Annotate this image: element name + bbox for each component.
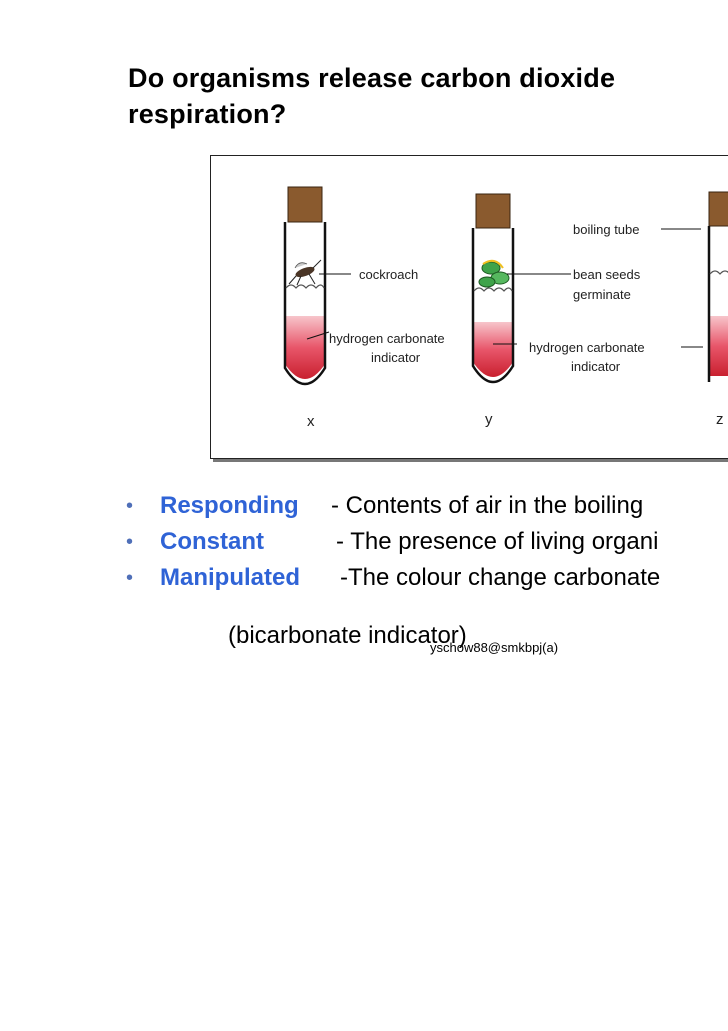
label-hci-y-2: indicator (571, 359, 621, 374)
bullet-continuation: (bicarbonate indicator) (228, 622, 467, 649)
keyword-constant: Constant (160, 528, 264, 555)
tube-y-letter: y (485, 411, 493, 428)
pointer-hci-x (306, 331, 330, 340)
keyword-manipulated: Manipulated (160, 564, 301, 591)
cockroach-icon (288, 259, 322, 286)
label-cockroach: cockroach (359, 267, 418, 282)
bullet-dot: • (126, 567, 134, 589)
cork-y (475, 193, 511, 229)
tube-z: z (661, 191, 728, 428)
wire-gauze-z (709, 270, 728, 275)
title-line-1: Do organisms release carbon dioxide (128, 63, 616, 93)
tube-z-letter: z (716, 411, 724, 428)
bean-seeds-icon (478, 259, 510, 288)
tube-x: x (283, 186, 351, 430)
experiment-figure: x y z c (210, 155, 728, 459)
liquid-z (709, 316, 728, 376)
text-manipulated: -The colour change carbonate (340, 564, 661, 591)
keyword-responding: Responding (160, 492, 299, 519)
cork-x (287, 186, 323, 223)
label-bean-1: bean seeds (573, 267, 641, 282)
footer-credit: yschow88@smkbpj(a) (430, 640, 559, 655)
label-hci-y-1: hydrogen carbonate (529, 340, 645, 355)
text-responding: - Contents of air in the boiling (331, 492, 644, 519)
tube-glass-y (471, 228, 515, 384)
label-boiling-tube: boiling tube (573, 222, 640, 237)
liquid-y (473, 322, 513, 377)
experiment-diagram: x y z c (283, 186, 728, 430)
label-bean-2: germinate (573, 287, 631, 302)
label-hci-x-1: hydrogen carbonate (329, 331, 445, 346)
tube-x-letter: x (307, 413, 315, 430)
wire-gauze-y (473, 287, 513, 292)
bullet-dot: • (126, 531, 134, 553)
cork-z (708, 191, 728, 227)
bullet-dot: • (126, 495, 134, 517)
text-constant: - The presence of living organi (336, 528, 659, 555)
liquid-x (285, 316, 325, 379)
label-hci-x-2: indicator (371, 350, 421, 365)
title-line-2: respiration? (128, 99, 287, 129)
wire-gauze-x (285, 284, 325, 289)
tube-glass-x (283, 222, 327, 386)
slide-title: Do organisms release carbon dioxide resp… (128, 60, 615, 132)
tube-y: y (471, 193, 571, 428)
